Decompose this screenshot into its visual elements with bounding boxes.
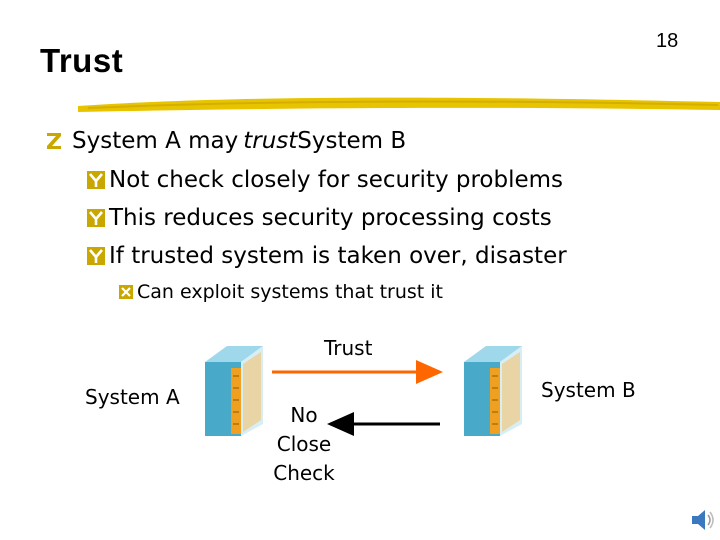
system-b-label: System B (541, 378, 636, 402)
bullet-level3-text: Can exploit systems that trust it (137, 281, 443, 303)
bullet-level1: System A may trust System B (44, 128, 406, 154)
bullet-level2-item: If trusted system is taken over, disaste… (86, 243, 567, 269)
no-close-check-line: Close (276, 432, 332, 456)
server-a-icon (205, 346, 263, 436)
y-bullet-icon (87, 209, 105, 227)
y-bullet-icon (87, 171, 105, 189)
slide-number: 18 (656, 30, 679, 52)
trust-label: Trust (324, 336, 373, 360)
slide-title: Trust (40, 42, 124, 79)
bullet-level1-text-after: System B (297, 128, 407, 154)
bullet-level2-text: Not check closely for security problems (109, 167, 564, 193)
bullet-level2-text: If trusted system is taken over, disaste… (109, 243, 567, 269)
no-close-check-label: No Close Check (268, 401, 340, 488)
bullet-level3-item: Can exploit systems that trust it (118, 281, 443, 303)
bullet-level2-item: Not check closely for security problems (86, 167, 563, 193)
server-b-icon (464, 346, 522, 436)
title-underline (78, 97, 720, 112)
bullet-level2-text: This reduces security processing costs (109, 205, 552, 231)
speaker-icon[interactable] (690, 506, 716, 534)
bullet-level2-item: This reduces security processing costs (86, 205, 552, 231)
no-close-check-line: Check (273, 461, 335, 485)
x-bullet-icon (119, 285, 133, 299)
no-close-check-line: No (290, 403, 318, 427)
bullet-level1-emphasis: trust (243, 128, 298, 154)
y-bullet-icon (87, 247, 105, 265)
bullet-level1-text-before: System A may (72, 128, 239, 154)
z-bullet-icon (47, 133, 61, 149)
system-a-label: System A (85, 385, 180, 409)
